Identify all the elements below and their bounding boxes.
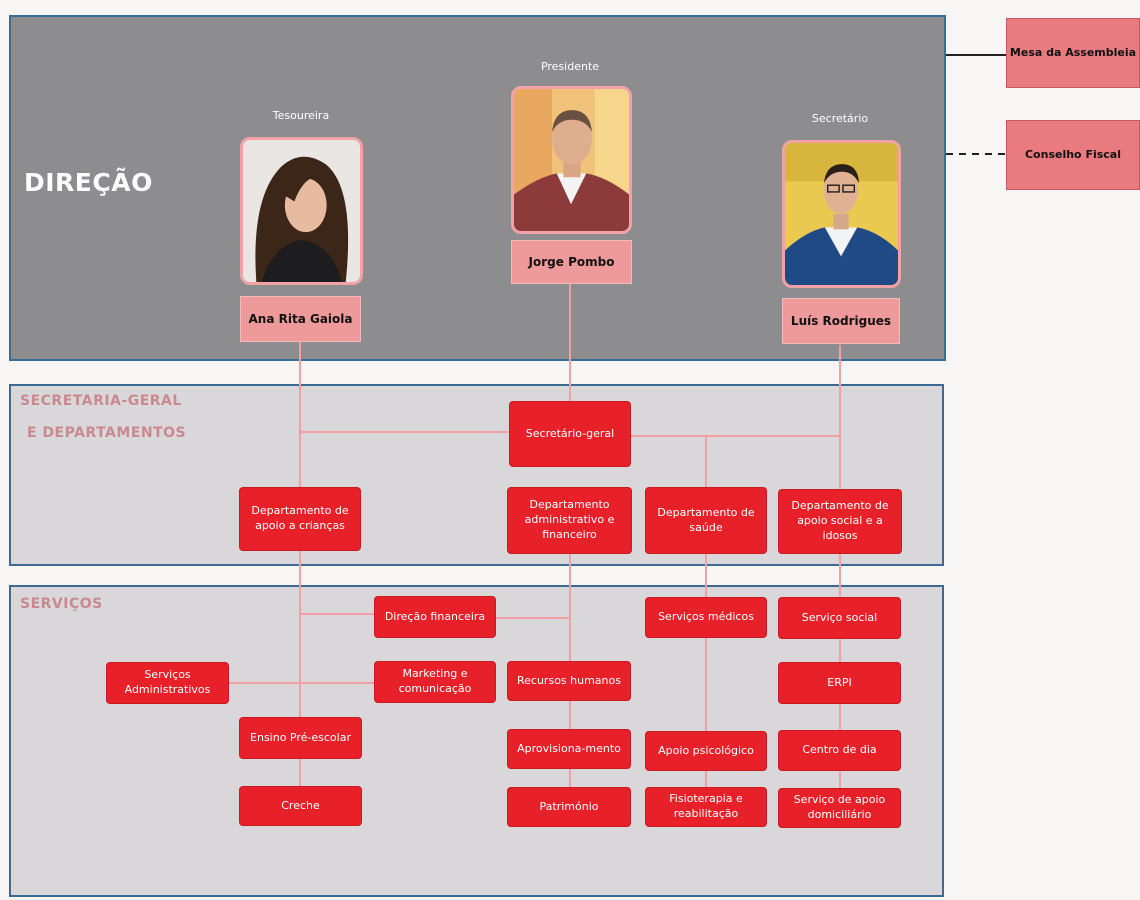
servicos-administrativos-box: Serviços Administrativos xyxy=(107,663,228,703)
name-tesoureira: Ana Rita Gaiola xyxy=(240,296,361,342)
servico-social-box: Serviço social xyxy=(779,598,900,638)
role-presidente: Presidente xyxy=(540,60,600,73)
direcao-financeira-box: Direção financeira xyxy=(375,597,495,637)
aprovisionamento-box: Aprovisiona-mento xyxy=(508,730,630,768)
servicos-title: SERVIÇOS xyxy=(20,596,103,612)
dept-saude: Departamento de saúde xyxy=(646,488,766,553)
name-presidente: Jorge Pombo xyxy=(511,240,632,284)
photo-presidente xyxy=(511,86,632,234)
conselho-fiscal-box: Conselho Fiscal xyxy=(1006,120,1140,190)
servico-apoio-domiciliario-box: Serviço de apoio domiciliário xyxy=(779,789,900,827)
apoio-psicologico-box: Apoio psicológico xyxy=(646,732,766,770)
photo-tesoureira xyxy=(240,137,363,285)
creche-box: Creche xyxy=(240,787,361,825)
servicos-medicos-box: Serviços médicos xyxy=(646,598,766,637)
ensino-pre-escolar-box: Ensino Pré-escolar xyxy=(240,718,361,758)
fisioterapia-reabilitacao-box: Fisioterapia e reabilitação xyxy=(646,788,766,826)
marketing-comunicacao-box: Marketing e comunicação xyxy=(375,662,495,702)
centro-de-dia-box: Centro de dia xyxy=(779,731,900,770)
name-secretario: Luís Rodrigues xyxy=(782,298,900,344)
dept-apoio-criancas: Departamento de apoio a crianças xyxy=(240,488,360,550)
erpi-box: ERPI xyxy=(779,663,900,703)
secretaria-title-line2: E DEPARTAMENTOS xyxy=(27,425,187,441)
mesa-assembleia-box: Mesa da Assembleia xyxy=(1006,18,1140,88)
direcao-title: DIREÇÃO xyxy=(24,168,153,197)
dept-administrativo-financeiro: Departamento administrativo e financeiro xyxy=(508,488,631,553)
patrimonio-box: Património xyxy=(508,788,630,826)
photo-secretario xyxy=(782,140,901,288)
secretaria-title-line1: SECRETARIA-GERAL xyxy=(20,393,182,409)
role-secretario: Secretário xyxy=(811,112,869,125)
secretario-geral-box: Secretário-geral xyxy=(510,402,630,466)
role-tesoureira: Tesoureira xyxy=(272,109,330,122)
dept-apoio-social-idosos: Departamento de apoio social e a idosos xyxy=(779,490,901,553)
recursos-humanos-box: Recursos humanos xyxy=(508,662,630,700)
